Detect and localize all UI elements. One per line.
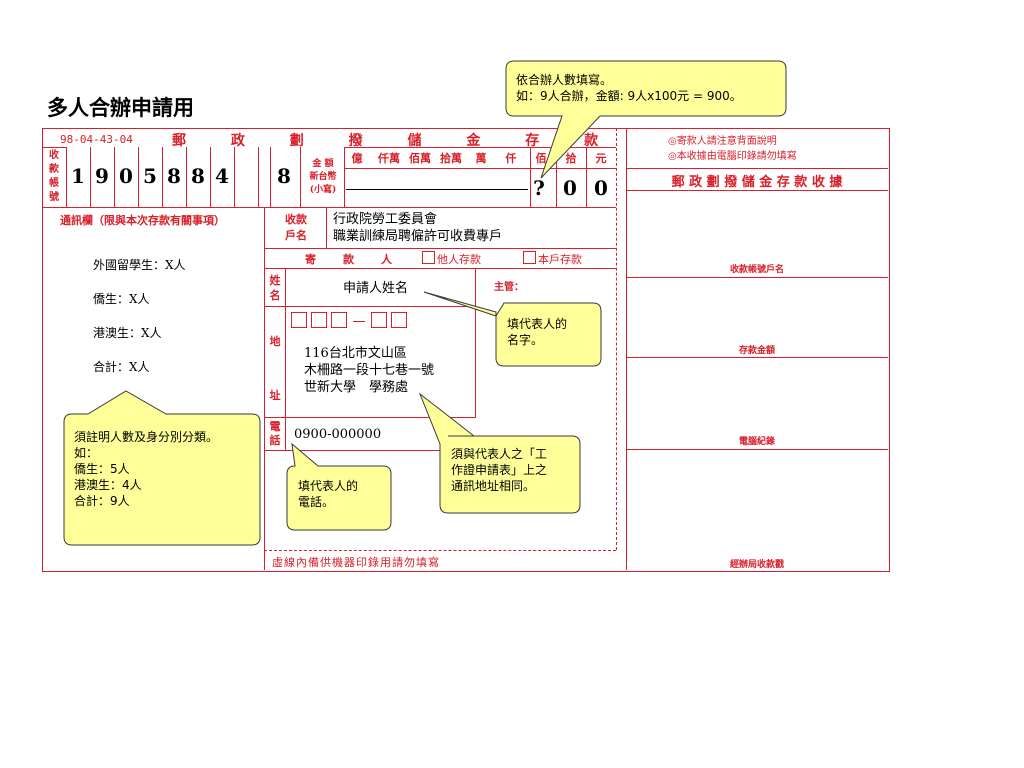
amount-unit: 仟萬 [378, 152, 400, 165]
memo-line: 合計：X人 [93, 360, 150, 374]
receipt-title: 郵 政 劃 撥 儲 金 存 款 收 據 [671, 175, 843, 190]
account-digit: 8 [277, 164, 291, 188]
phone-value: 0900-000000 [294, 427, 382, 442]
amount-unit: 佰萬 [409, 152, 431, 165]
deposit-form [42, 128, 890, 572]
receipt-office-stamp: 經辦局收款戳 [729, 560, 784, 570]
callout-phone-bubble [286, 442, 392, 531]
checkbox-icon[interactable] [422, 251, 435, 264]
address-label: 地址 [269, 335, 281, 402]
callout-phone-text: 填代表人的電話。 [298, 479, 359, 509]
callout-name-text: 填代表人的名字。 [507, 317, 568, 347]
amount-label: 金 額新台幣(小寫) [309, 159, 337, 195]
account-digit: 4 [215, 164, 229, 188]
account-digit: 0 [119, 164, 133, 188]
amount-unit: 元 [595, 152, 607, 165]
callout-left-bubble [63, 390, 261, 546]
receipt-deposit-amount: 存款金額 [738, 346, 775, 356]
callout-top-text: 依合辦人數填寫。如：9人合辦，金額: 9人x100元 = 900。 [516, 73, 742, 103]
address-value: 116台北市文山區木柵路一段十七巷一號世新大學 學務處 [304, 346, 435, 395]
account-digit: 8 [167, 164, 181, 188]
account-digit: 1 [71, 164, 85, 188]
sender-option-other[interactable]: 他人存款 [420, 251, 481, 267]
form-header-title: 郵 政 劃 撥 儲 金 存 款 [172, 133, 619, 149]
footer-note: 虛線內備供機器印錄用請勿填寫 [272, 556, 440, 569]
phone-label: 電話 [269, 420, 281, 447]
callout-address-bubble [418, 392, 581, 514]
receipt-notes: ◎寄款人請注意背面說明◎本收據由電腦印錄請勿填寫 [668, 136, 797, 162]
callout-address-text: 須與代表人之「工作證申請表」上之通訊地址相同。 [451, 447, 548, 493]
name-value: 申請人姓名 [343, 281, 409, 296]
account-digit: 8 [191, 164, 205, 188]
receipt-account-name: 收款帳號戶名 [729, 265, 784, 275]
sender-option-self[interactable]: 本戶存款 [521, 251, 582, 267]
callout-left-text: 須註明人數及身分別分類。如：僑生：5人港澳生：4人合計：9人 [74, 430, 219, 508]
payee-label: 收款戶名 [285, 213, 307, 242]
amount-unit: 拾 [565, 152, 577, 165]
memo-line: 僑生：X人 [93, 292, 150, 306]
postal-code-boxes [291, 312, 411, 332]
page-title: 多人合辦申請用 [47, 96, 194, 120]
amount-unit: 拾萬 [440, 152, 462, 165]
memo-header: 通訊欄（限與本次存款有關事項） [60, 214, 225, 227]
amount-digit: ? [533, 176, 545, 200]
amount-digit: 0 [563, 176, 577, 200]
supervisor-label: 主管： [494, 282, 524, 293]
amount-unit: 仟 [505, 152, 517, 165]
amount-unit: 萬 [475, 152, 487, 165]
payee-name: 行政院勞工委員會職業訓練局聘僱許可收費專戶 [333, 212, 503, 244]
checkbox-icon[interactable] [523, 251, 536, 264]
account-digit: 5 [143, 164, 157, 188]
amount-digit: 0 [594, 176, 608, 200]
memo-line: 港澳生：X人 [93, 326, 162, 340]
receipt-computer-record: 電腦紀錄 [738, 437, 775, 447]
sender-header: 寄 款 人 [305, 253, 400, 266]
amount-unit: 億 [351, 152, 363, 165]
date-code: 98-04-43-04 [60, 133, 133, 146]
callout-top-bubble [505, 60, 787, 179]
account-label: 收款帳號 [49, 150, 59, 203]
callout-name-bubble [423, 291, 602, 367]
account-digit: 9 [95, 164, 109, 188]
amount-unit: 佰 [535, 152, 547, 165]
memo-line: 外國留學生：X人 [93, 258, 186, 272]
name-label: 姓名 [269, 274, 281, 302]
